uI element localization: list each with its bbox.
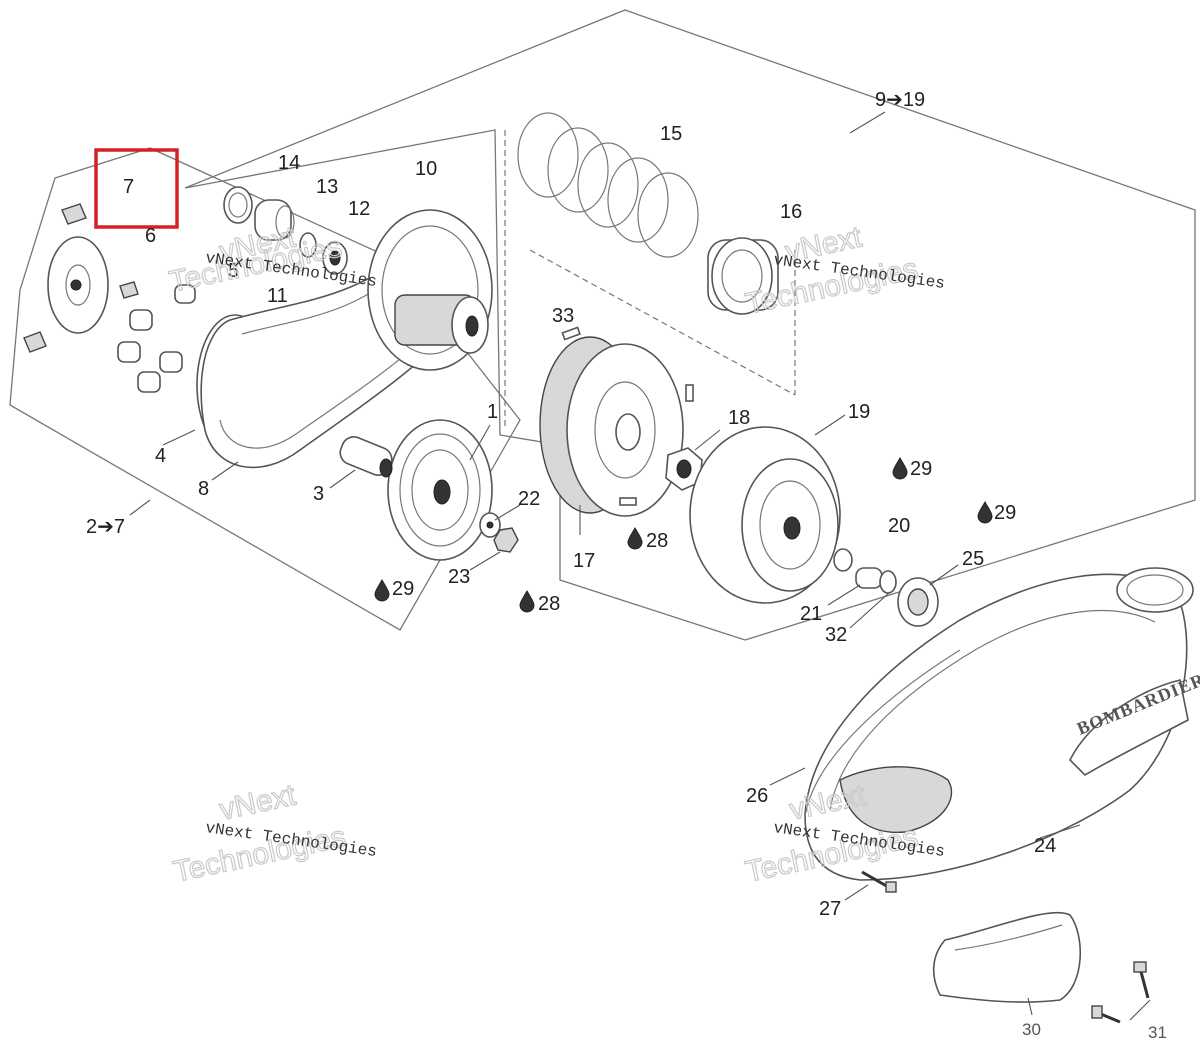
leader-23 — [469, 551, 501, 571]
seal-part-11 — [322, 241, 348, 275]
bearing-part-25 — [897, 577, 939, 627]
callout-28-a: 28 — [519, 589, 560, 615]
air-duct-part-30 — [932, 911, 1082, 1003]
leader-24 — [1039, 824, 1081, 839]
cam-ramp-part-6 — [47, 236, 109, 334]
shims-part-33 — [561, 326, 694, 506]
callout-21: 21 — [800, 603, 822, 625]
callout-24: 24 — [1034, 835, 1056, 857]
callout-20: 20 — [888, 515, 910, 537]
washer-part-22 — [479, 512, 501, 538]
callout-33: 33 — [552, 305, 574, 327]
svg-text:29: 29 — [910, 458, 932, 480]
screw-part-27 — [861, 870, 897, 893]
lubricant-drop-icon — [977, 500, 993, 524]
callout-13: 13 — [316, 176, 338, 198]
callout-12: 12 — [348, 198, 370, 220]
callout-16: 16 — [780, 201, 802, 223]
callout-10: 10 — [415, 158, 437, 180]
leader-1 — [469, 424, 491, 461]
leader-31 — [1129, 999, 1151, 1021]
lubricant-drop-icon — [519, 589, 535, 613]
fixed-drive-pulley-part-1 — [387, 419, 493, 561]
callout-30: 30 — [1022, 1020, 1041, 1039]
clutch-housing-part-19 — [689, 426, 841, 604]
seal-part-26 — [805, 649, 961, 813]
callout-26: 26 — [746, 785, 768, 807]
leader-19 — [814, 414, 846, 436]
leader-3 — [329, 469, 356, 489]
sleeve-part-3 — [339, 436, 393, 478]
group-frame-9-19 — [184, 9, 1196, 641]
svg-text:28: 28 — [646, 530, 668, 552]
callout-14: 14 — [278, 152, 300, 174]
callout-11: 11 — [267, 285, 288, 307]
callout-32: 32 — [825, 624, 847, 646]
svg-text:vNext: vNext — [217, 778, 300, 826]
leader-18 — [694, 429, 721, 451]
cam-part-16 — [707, 237, 779, 315]
highlight-box — [94, 148, 179, 229]
leader-27 — [844, 884, 869, 901]
screw-part-31b — [1091, 1005, 1121, 1024]
callout-2-7: 2➔7 — [86, 516, 125, 538]
leader-9-19 — [849, 111, 886, 134]
leader-2-7 — [129, 499, 151, 516]
slider-shoes-part-7 — [23, 203, 139, 353]
callout-25: 25 — [962, 548, 984, 570]
callout-7: 7 — [123, 176, 134, 198]
lubricant-drop-icon — [892, 456, 908, 480]
frame-divider-inner — [529, 249, 796, 396]
callout-29-c: 29 — [977, 500, 1016, 524]
callout-19: 19 — [848, 401, 870, 423]
callout-9-19: 9➔19 — [875, 89, 925, 111]
callout-29-a: 29 — [374, 578, 414, 602]
svg-text:28: 28 — [538, 593, 560, 615]
watermark-3: vNext Technologies vNext Technologies — [170, 778, 378, 890]
leader-21 — [827, 584, 861, 606]
lubricant-drop-icon — [627, 526, 643, 550]
cvt-cover-part-24: BOMBARDIER — [804, 567, 1200, 881]
callout-3: 3 — [313, 483, 324, 505]
nut-part-23 — [493, 527, 519, 553]
callout-22: 22 — [518, 488, 540, 510]
leader-22 — [494, 504, 521, 521]
callout-8: 8 — [198, 478, 209, 500]
callout-28-b: 28 — [627, 526, 668, 552]
callout-4: 4 — [155, 445, 166, 467]
bushing-part-14 — [223, 186, 253, 224]
leader-32 — [849, 591, 891, 629]
leader-4 — [162, 429, 196, 446]
svg-text:29: 29 — [392, 578, 414, 600]
leader-8 — [211, 461, 239, 481]
roller-weights-part-5 — [117, 284, 196, 393]
washer-part-20 — [833, 548, 853, 572]
callout-31: 31 — [1148, 1023, 1167, 1042]
callout-29-b: 29 — [892, 456, 932, 480]
leader-25 — [929, 564, 959, 586]
circlip-part-12 — [299, 232, 317, 258]
leader-30 — [1027, 997, 1033, 1016]
lubricant-drop-icon — [374, 578, 390, 602]
callout-1: 1 — [487, 401, 498, 423]
ring-part-32 — [879, 570, 897, 594]
callout-5: 5 — [228, 260, 239, 282]
bearing-part-13 — [254, 199, 295, 241]
callout-6: 6 — [145, 225, 156, 247]
leader-26 — [769, 767, 806, 786]
callout-17: 17 — [573, 550, 595, 572]
clutch-part-17 — [539, 336, 684, 517]
callout-23: 23 — [448, 566, 470, 588]
spring-part-15 — [517, 112, 699, 258]
callout-27: 27 — [819, 898, 841, 920]
svg-text:29: 29 — [994, 502, 1016, 524]
callout-18: 18 — [728, 407, 750, 429]
driven-pulley-part-10 — [367, 209, 493, 371]
callout-15: 15 — [660, 123, 682, 145]
screw-part-31a — [1133, 961, 1150, 999]
